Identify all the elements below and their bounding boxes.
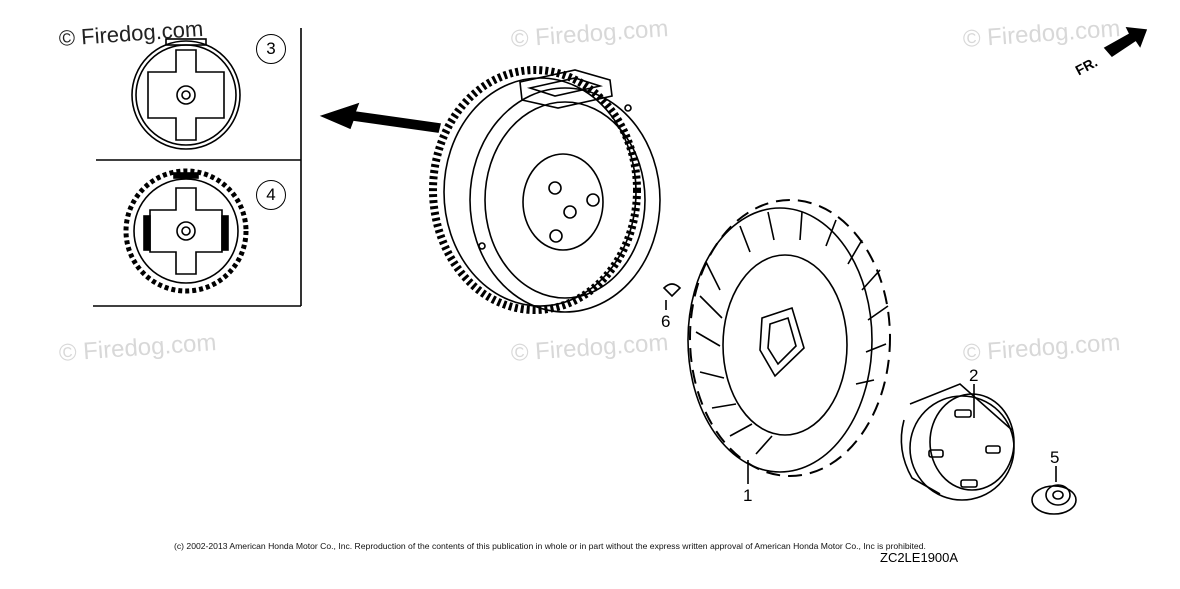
flange-nut — [1031, 484, 1077, 515]
callout-circle-4: 4 — [256, 180, 286, 210]
woodruff-key — [662, 283, 682, 298]
callout-part-6: 6 — [661, 312, 671, 331]
copyright-notice: (c) 2002-2013 American Honda Motor Co., … — [174, 541, 926, 551]
callout-part-5: 5 — [1050, 448, 1060, 467]
callout-circle-3: 3 — [256, 34, 286, 64]
view-arrow — [319, 102, 441, 133]
starter-pulley — [900, 383, 1015, 501]
inset-flywheel-view-3 — [131, 38, 241, 150]
flywheel-ring-gear — [429, 66, 661, 314]
callout-part-2: 2 — [969, 366, 979, 385]
inset-flywheel-view-4 — [123, 168, 249, 294]
callout-part-1: 1 — [743, 486, 753, 505]
diagram-code: ZC2LE1900A — [880, 550, 959, 565]
front-direction-arrow — [1103, 27, 1148, 58]
cooling-fan — [687, 199, 891, 477]
